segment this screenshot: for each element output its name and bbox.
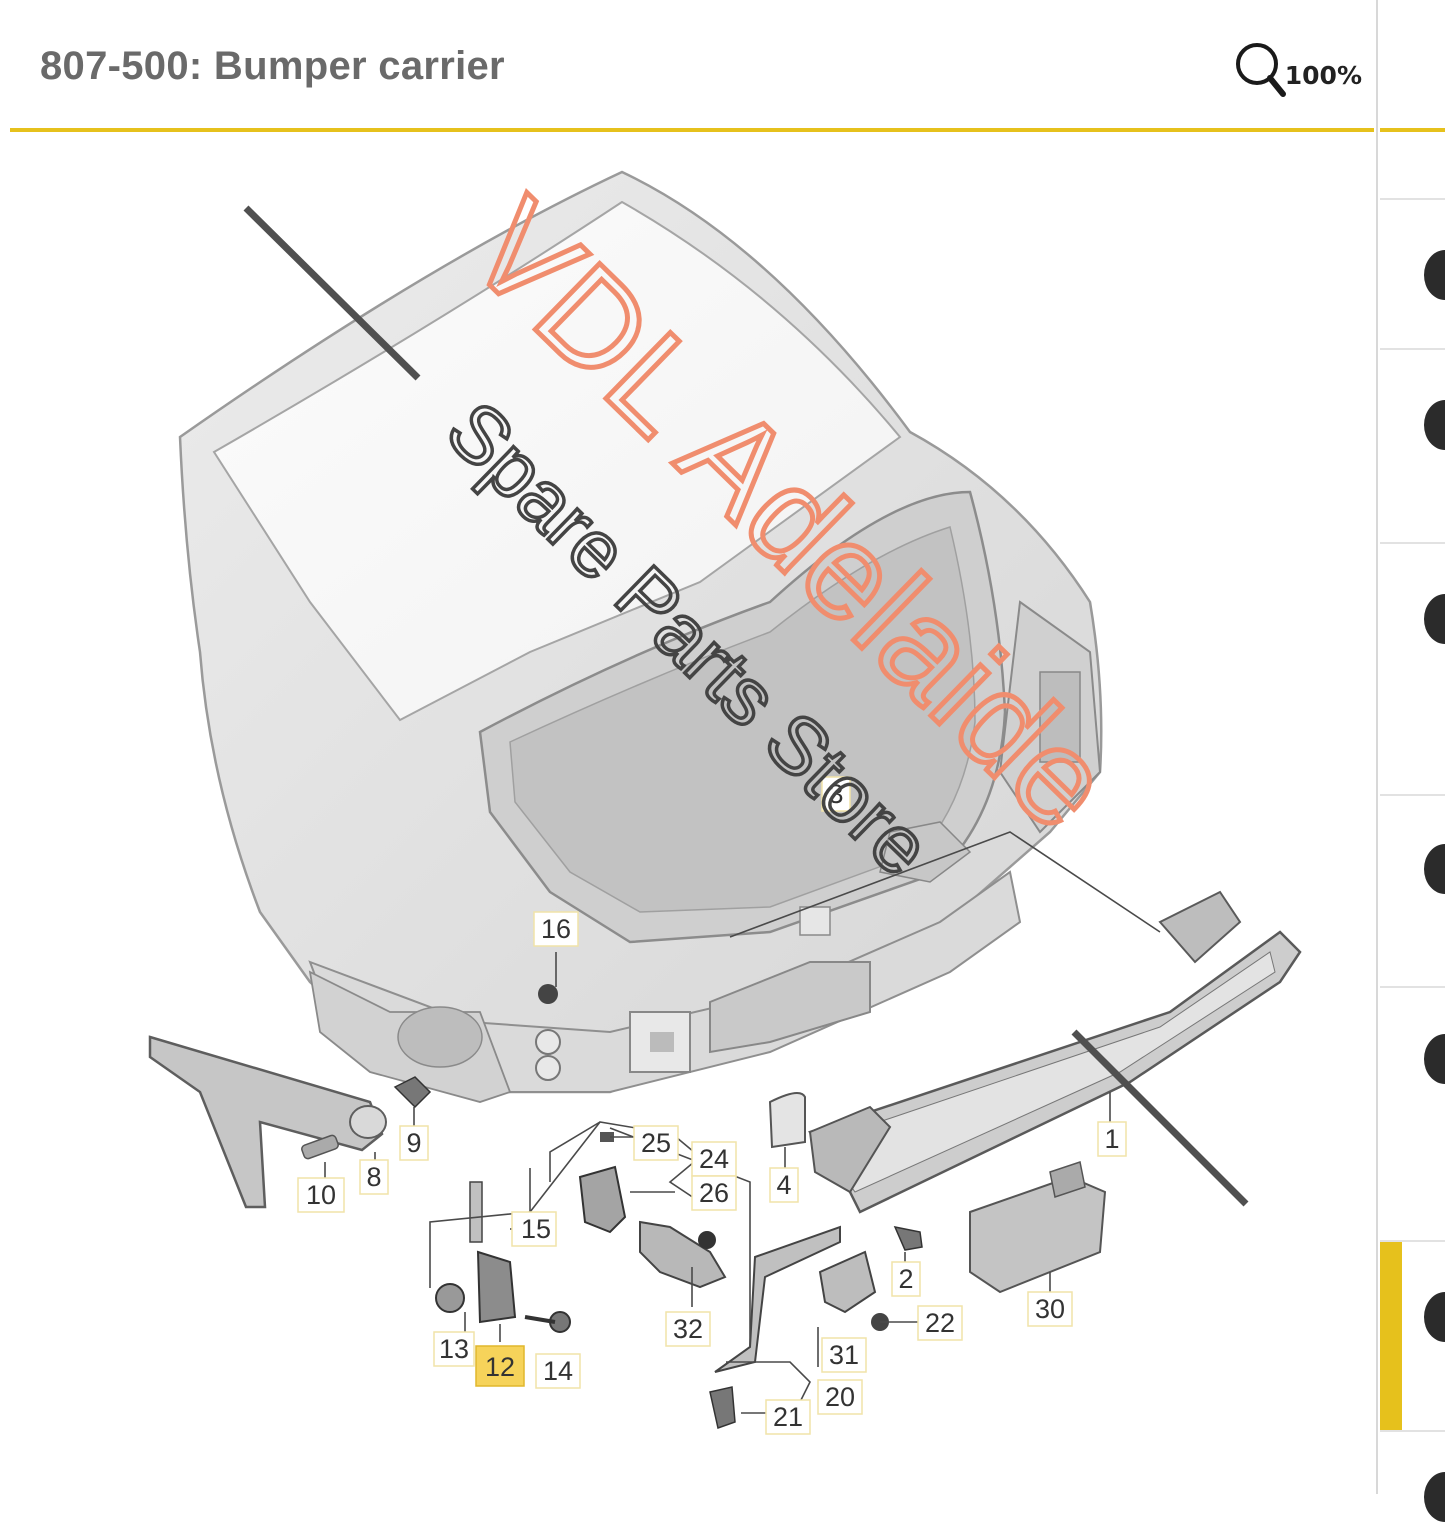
item-marker — [1424, 844, 1445, 894]
callout-13[interactable]: 13 — [433, 1331, 475, 1367]
part-bracket-left — [148, 1035, 387, 1209]
callout-20[interactable]: 20 — [817, 1379, 863, 1415]
callout-21[interactable]: 21 — [765, 1399, 811, 1435]
callout-12[interactable]: 12 — [475, 1345, 525, 1387]
zoom-control[interactable]: 100% — [1233, 38, 1362, 102]
svg-text:24: 24 — [699, 1144, 729, 1174]
callout-26[interactable]: 26 — [691, 1175, 737, 1211]
callout-14[interactable]: 14 — [535, 1353, 581, 1389]
parts-list-item-active[interactable] — [1380, 1240, 1445, 1432]
item-marker — [1424, 594, 1445, 644]
part-bumper-carrier — [808, 890, 1302, 1214]
title-divider — [10, 128, 1374, 132]
zoom-level: 100% — [1284, 60, 1362, 90]
diagram-viewer: 807-500: Bumper carrier 100% — [10, 8, 1374, 1494]
svg-text:9: 9 — [406, 1128, 421, 1158]
svg-text:25: 25 — [641, 1128, 671, 1158]
svg-text:10: 10 — [306, 1180, 336, 1210]
svg-text:20: 20 — [825, 1382, 855, 1412]
svg-text:8: 8 — [366, 1162, 381, 1192]
svg-text:16: 16 — [541, 914, 571, 944]
callout-4[interactable]: 4 — [769, 1167, 799, 1203]
vehicle-body — [178, 170, 1103, 1103]
svg-text:26: 26 — [699, 1178, 729, 1208]
parts-list-item[interactable] — [1380, 198, 1445, 350]
item-marker — [1424, 1472, 1445, 1522]
part-30-block — [969, 1161, 1107, 1294]
callout-16[interactable]: 16 — [533, 911, 579, 947]
callout-25[interactable]: 25 — [633, 1125, 679, 1161]
callout-10[interactable]: 10 — [297, 1177, 345, 1213]
svg-text:31: 31 — [829, 1340, 859, 1370]
callout-32[interactable]: 32 — [665, 1311, 711, 1347]
callout-8[interactable]: 8 — [359, 1159, 389, 1195]
svg-text:13: 13 — [439, 1334, 469, 1364]
magnifier-icon[interactable] — [1233, 40, 1289, 100]
item-marker — [1424, 250, 1445, 300]
svg-text:32: 32 — [673, 1314, 703, 1344]
parts-list-item[interactable] — [1380, 542, 1445, 796]
side-panel-rule — [1380, 128, 1445, 132]
callout-22[interactable]: 22 — [917, 1305, 963, 1341]
parts-list-item[interactable] — [1380, 794, 1445, 988]
svg-text:22: 22 — [925, 1308, 955, 1338]
parts-list-item[interactable] — [1380, 1430, 1445, 1522]
parts-list-item[interactable] — [1380, 986, 1445, 1242]
svg-text:21: 21 — [773, 1402, 803, 1432]
callout-9[interactable]: 9 — [399, 1125, 429, 1161]
active-indicator — [1380, 1242, 1402, 1432]
svg-text:1: 1 — [1104, 1124, 1119, 1154]
callout-30[interactable]: 30 — [1027, 1291, 1073, 1327]
item-marker — [1424, 1034, 1445, 1084]
svg-text:2: 2 — [898, 1264, 913, 1294]
svg-text:14: 14 — [543, 1356, 573, 1386]
exploded-parts-diagram: 1 2 3 4 8 9 10 12 13 14 15 16 20 21 22 2… — [148, 170, 1302, 1435]
parts-list-panel — [1380, 0, 1445, 1522]
callout-3[interactable]: 3 — [821, 776, 851, 812]
svg-text:30: 30 — [1035, 1294, 1065, 1324]
callout-1[interactable]: 1 — [1097, 1121, 1127, 1157]
callout-2[interactable]: 2 — [891, 1261, 921, 1297]
page-title: 807-500: Bumper carrier — [40, 44, 505, 88]
callout-31[interactable]: 31 — [821, 1337, 867, 1373]
item-marker — [1424, 1292, 1445, 1342]
fasteners — [393, 1076, 923, 1429]
callout-24[interactable]: 24 — [691, 1141, 737, 1177]
item-marker — [1424, 400, 1445, 450]
parts-list-item[interactable] — [1380, 348, 1445, 544]
svg-text:4: 4 — [776, 1170, 791, 1200]
svg-text:3: 3 — [828, 779, 843, 809]
callout-15[interactable]: 15 — [511, 1211, 557, 1247]
panel-divider — [1376, 0, 1378, 1494]
svg-text:12: 12 — [485, 1352, 515, 1382]
svg-text:15: 15 — [521, 1214, 551, 1244]
